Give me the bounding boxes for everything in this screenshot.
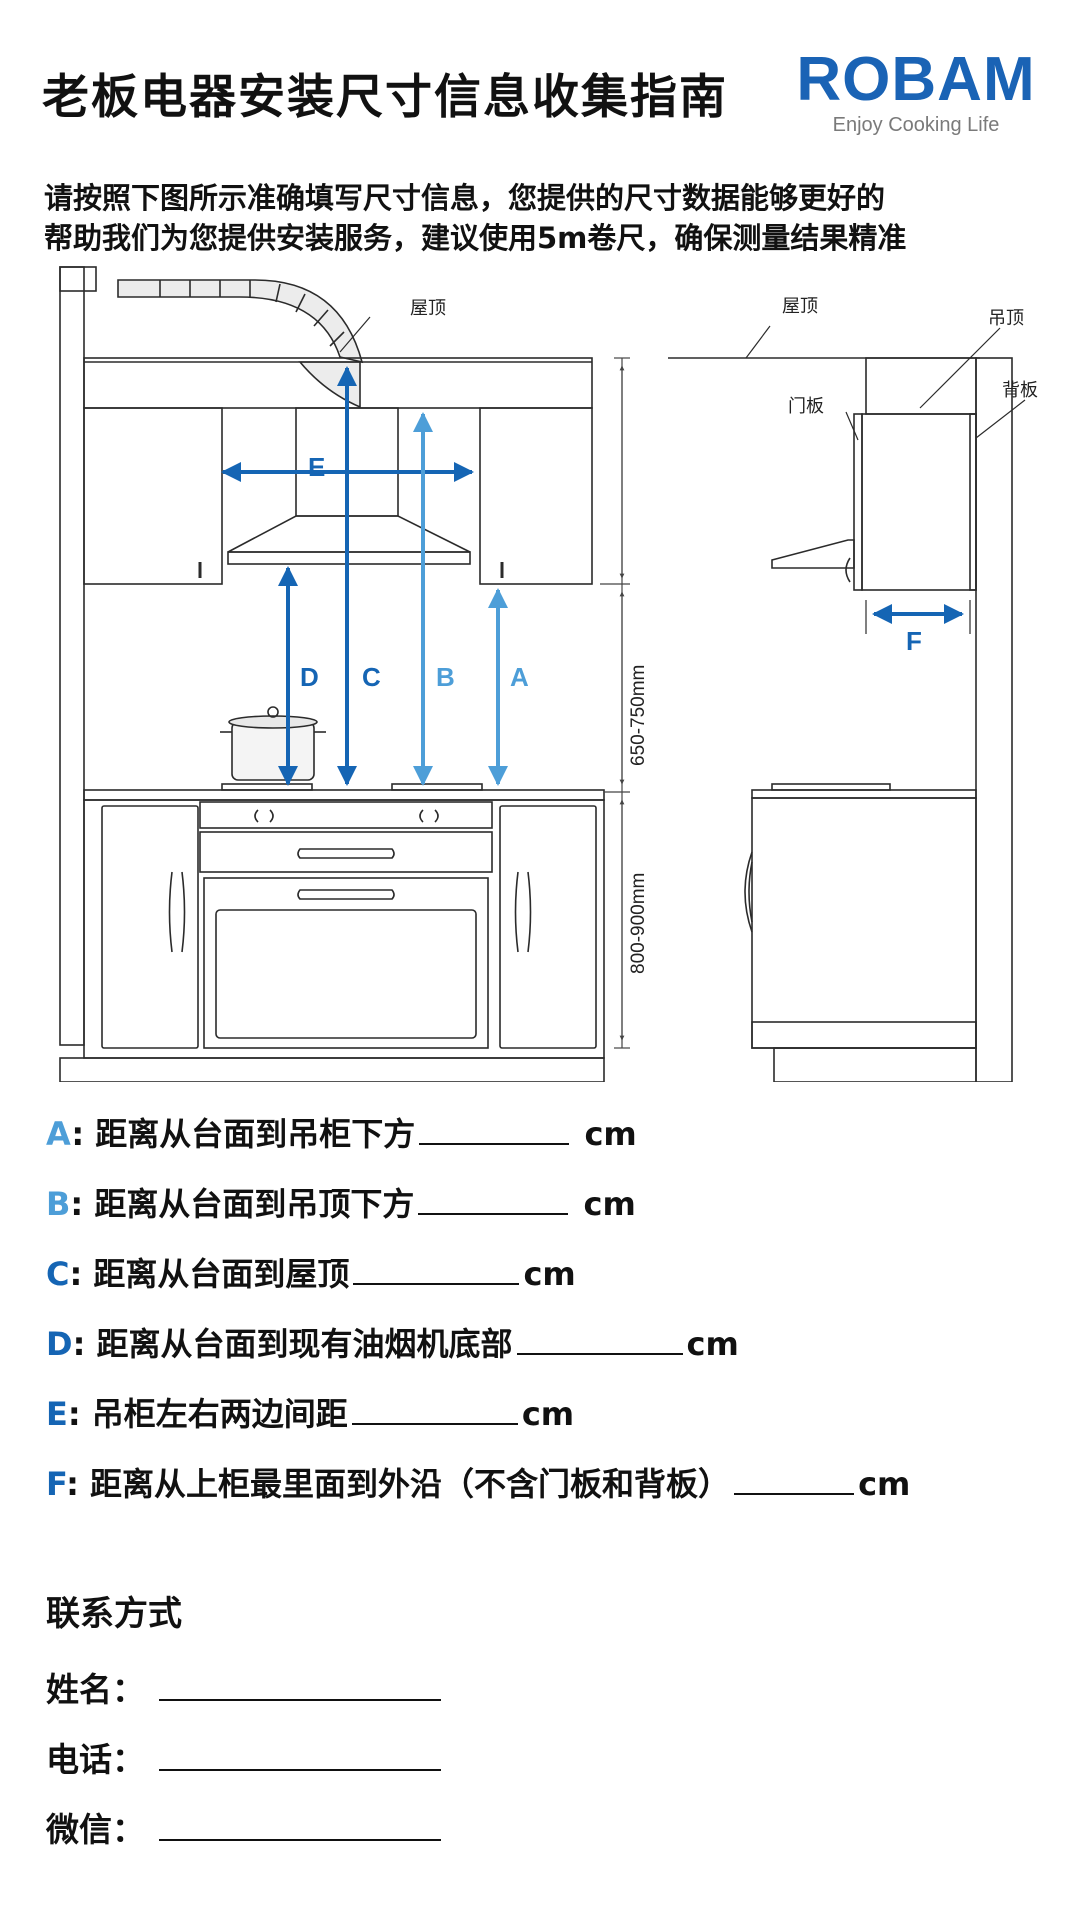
- front-roof-label: 屋顶: [410, 298, 446, 319]
- name-label: 姓名：: [46, 1670, 145, 1709]
- side-roof-label: 屋顶: [782, 296, 818, 317]
- measurement-text: : 距离从台面到现有油烟机底部: [72, 1325, 513, 1363]
- measurement-text: : 距离从台面到吊柜下方: [71, 1115, 416, 1153]
- robam-logo: ROBAM Enjoy Cooking Life: [796, 48, 1036, 137]
- contact-name-row: 姓名：: [46, 1666, 441, 1736]
- installation-diagram: E D C B A 屋顶 650-750mm 800-900mm F: [59, 266, 1038, 1082]
- measurement-text: : 距离从上柜最里面到外沿（不含门板和背板）: [66, 1465, 731, 1503]
- measurement-unit: cm: [858, 1465, 911, 1503]
- measurement-f: F: 距离从上柜最里面到外沿（不含门板和背板） cm: [46, 1458, 910, 1528]
- label-b: B: [436, 662, 455, 692]
- measurement-a: A: 距离从台面到吊柜下方 cm: [46, 1108, 910, 1178]
- wechat-label: 微信：: [46, 1810, 145, 1849]
- back-panel-label: 背板: [1002, 380, 1038, 401]
- intro-line-2: 帮助我们为您提供安装服务，建议使用5m卷尺，确保测量结果精准: [44, 221, 907, 255]
- label-d: D: [300, 662, 319, 692]
- phone-blank[interactable]: [159, 1739, 441, 1771]
- logo-tagline: Enjoy Cooking Life: [832, 114, 1000, 136]
- side-view: [668, 325, 1026, 1082]
- measurement-e: E: 吊柜左右两边间距 cm: [46, 1388, 910, 1458]
- measurement-letter: A: [46, 1115, 72, 1153]
- label-e: E: [308, 452, 325, 482]
- answer-blank-a[interactable]: [419, 1113, 570, 1145]
- cooking-pot: [220, 706, 326, 781]
- measurement-letter: E: [46, 1395, 68, 1433]
- door-panel-label: 门板: [788, 396, 824, 417]
- contact-section: 联系方式 姓名： 电话： 微信：: [46, 1590, 441, 1876]
- dim-lower-label: 800-900mm: [628, 873, 649, 974]
- measurement-c: C: 距离从台面到屋顶 cm: [46, 1248, 910, 1318]
- page-title: 老板电器安装尺寸信息收集指南: [42, 70, 728, 125]
- name-blank[interactable]: [159, 1669, 441, 1701]
- dim-upper-label: 650-750mm: [628, 665, 649, 766]
- measurement-unit: cm: [521, 1395, 575, 1433]
- measurement-arrows-front: [221, 366, 508, 786]
- measurement-d: D: 距离从台面到现有油烟机底部 cm: [46, 1318, 910, 1388]
- ceiling-label: 吊顶: [988, 308, 1024, 329]
- logo-wordmark: ROBAM: [796, 45, 1036, 114]
- phone-label: 电话：: [46, 1740, 145, 1779]
- contact-wechat-row: 微信：: [46, 1806, 441, 1876]
- measurement-text: : 距离从台面到吊顶下方: [70, 1185, 415, 1223]
- answer-blank-d[interactable]: [516, 1323, 683, 1355]
- measurement-list: A: 距离从台面到吊柜下方 cm B: 距离从台面到吊顶下方 cm C: 距离从…: [46, 1108, 910, 1528]
- answer-blank-b[interactable]: [418, 1183, 569, 1215]
- label-a: A: [510, 662, 529, 692]
- answer-blank-f[interactable]: [734, 1463, 855, 1495]
- measurement-unit: cm: [583, 1185, 636, 1223]
- answer-blank-c[interactable]: [353, 1253, 520, 1285]
- measurement-letter: C: [46, 1255, 70, 1293]
- measurement-b: B: 距离从台面到吊顶下方 cm: [46, 1178, 910, 1248]
- intro-line-1: 请按照下图所示准确填写尺寸信息，您提供的尺寸数据能够更好的: [44, 181, 886, 215]
- measurement-unit: cm: [686, 1325, 739, 1363]
- label-f: F: [906, 626, 922, 656]
- measurement-text: : 吊柜左右两边间距: [67, 1395, 348, 1433]
- measurement-text: : 距离从台面到屋顶: [69, 1255, 350, 1293]
- wechat-blank[interactable]: [159, 1809, 441, 1841]
- measurement-unit: cm: [584, 1115, 637, 1153]
- contact-phone-row: 电话：: [46, 1736, 441, 1806]
- intro-text: 请按照下图所示准确填写尺寸信息，您提供的尺寸数据能够更好的 帮助我们为您提供安装…: [44, 178, 1044, 258]
- answer-blank-e[interactable]: [351, 1393, 518, 1425]
- contact-title: 联系方式: [46, 1594, 182, 1634]
- exhaust-duct: [117, 279, 364, 409]
- measurement-letter: F: [46, 1465, 67, 1503]
- measurement-letter: B: [46, 1185, 71, 1223]
- measurement-letter: D: [46, 1325, 73, 1363]
- measurement-unit: cm: [523, 1255, 576, 1293]
- label-c: C: [362, 662, 381, 692]
